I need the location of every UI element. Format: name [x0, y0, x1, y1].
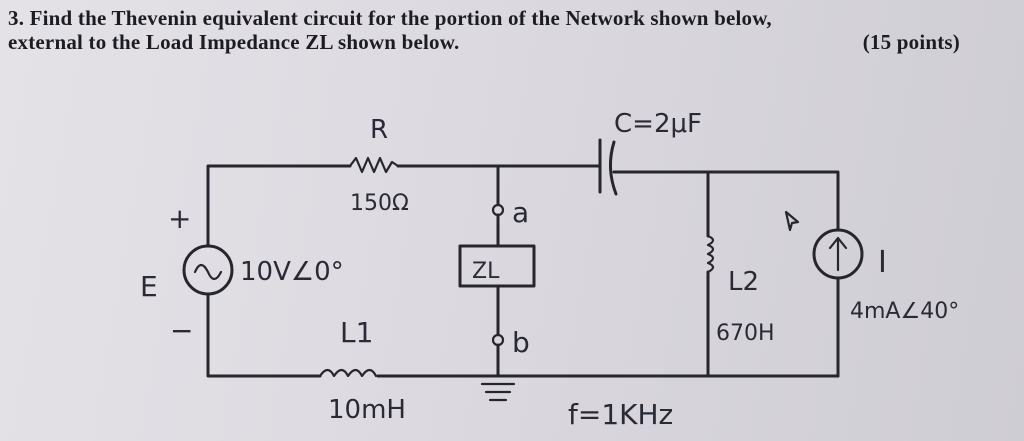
source-name: E	[140, 270, 158, 303]
problem-statement: 3. Find the Thevenin equivalent circuit …	[8, 6, 1008, 54]
ac-wave-icon	[193, 263, 223, 281]
points-label: (15 points)	[862, 30, 960, 54]
problem-line-1: 3. Find the Thevenin equivalent circuit …	[8, 6, 772, 30]
inductor2-value: 670H	[716, 321, 775, 346]
capacitor-label: C=2μF	[614, 109, 702, 139]
inductor-l2-symbol	[706, 234, 715, 274]
load-label: ZL	[472, 259, 500, 284]
inductor1-value: 10mH	[328, 395, 406, 425]
current-arrow	[828, 236, 848, 272]
resistor-symbol	[348, 156, 400, 174]
wire-top-left	[206, 164, 352, 248]
wire-bottom	[206, 292, 840, 378]
inductor1-name: L1	[340, 316, 373, 349]
problem-line-2: external to the Load Impedance ZL shown …	[8, 30, 460, 54]
node-a-label: a	[512, 196, 529, 229]
resistor-name: R	[370, 115, 388, 145]
source-value: 10V∠0°	[240, 257, 344, 287]
source-minus: −	[170, 314, 193, 347]
wire-top-right	[612, 170, 840, 230]
current-source-name: I	[878, 245, 887, 280]
resistor-value: 150Ω	[350, 191, 409, 216]
source-plus: +	[168, 202, 191, 235]
inductor-l1-symbol	[318, 368, 378, 378]
cursor-arrow-icon	[784, 210, 800, 232]
current-source-value: 4mA∠40°	[850, 299, 959, 324]
frequency-label: f=1KHz	[568, 398, 673, 431]
inductor2-name: L2	[728, 267, 759, 297]
voltage-source-symbol	[182, 244, 234, 296]
node-b-label: b	[512, 326, 530, 359]
capacitor-plate-right	[609, 140, 618, 196]
ground-icon	[480, 382, 516, 402]
